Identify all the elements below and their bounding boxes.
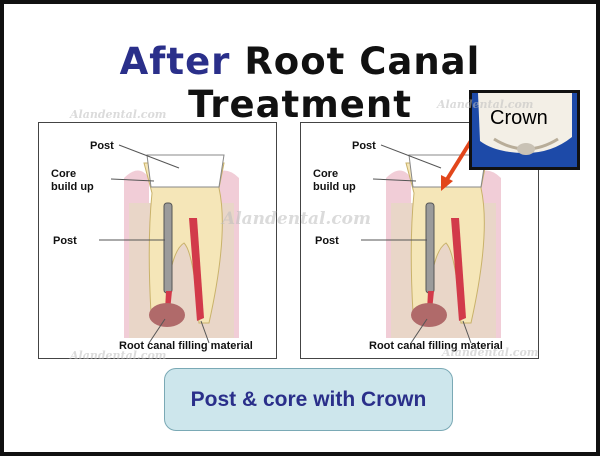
- watermark: Alandental.com: [70, 349, 167, 362]
- crown-illustration-icon: [478, 93, 572, 155]
- label-post-top: Post: [90, 140, 114, 152]
- title-accent: After: [119, 40, 231, 83]
- label-post-side: Post: [315, 235, 339, 247]
- label-root-canal-filling: Root canal filling material: [119, 340, 253, 352]
- crown-label: Crown: [490, 107, 548, 129]
- left-tooth-diagram: Post Core build up Post Root canal filli…: [38, 122, 277, 359]
- title-rest: Root Canal Treatment: [188, 40, 481, 126]
- watermark: Alandental.com: [222, 209, 372, 229]
- label-post-top: Post: [352, 140, 376, 152]
- watermark: Alandental.com: [442, 346, 539, 359]
- label-root-canal-filling: Root canal filling material: [369, 340, 503, 352]
- left-tooth-illustration: [99, 144, 239, 344]
- label-post-side: Post: [53, 235, 77, 247]
- watermark: Alandental.com: [70, 108, 167, 121]
- arrow-head-icon: [441, 175, 453, 191]
- label-core-build-up: Core build up: [313, 168, 356, 193]
- slide-title: After Root Canal Treatment: [4, 40, 596, 126]
- label-core-build-up: Core build up: [51, 168, 94, 193]
- right-tooth-diagram: Post Core build up Post Root canal filli…: [300, 122, 539, 359]
- crown-inset: Crown: [469, 90, 580, 170]
- caption-box: Post & core with Crown: [164, 368, 453, 431]
- right-tooth-illustration: [361, 126, 501, 344]
- watermark: Alandental.com: [437, 98, 534, 111]
